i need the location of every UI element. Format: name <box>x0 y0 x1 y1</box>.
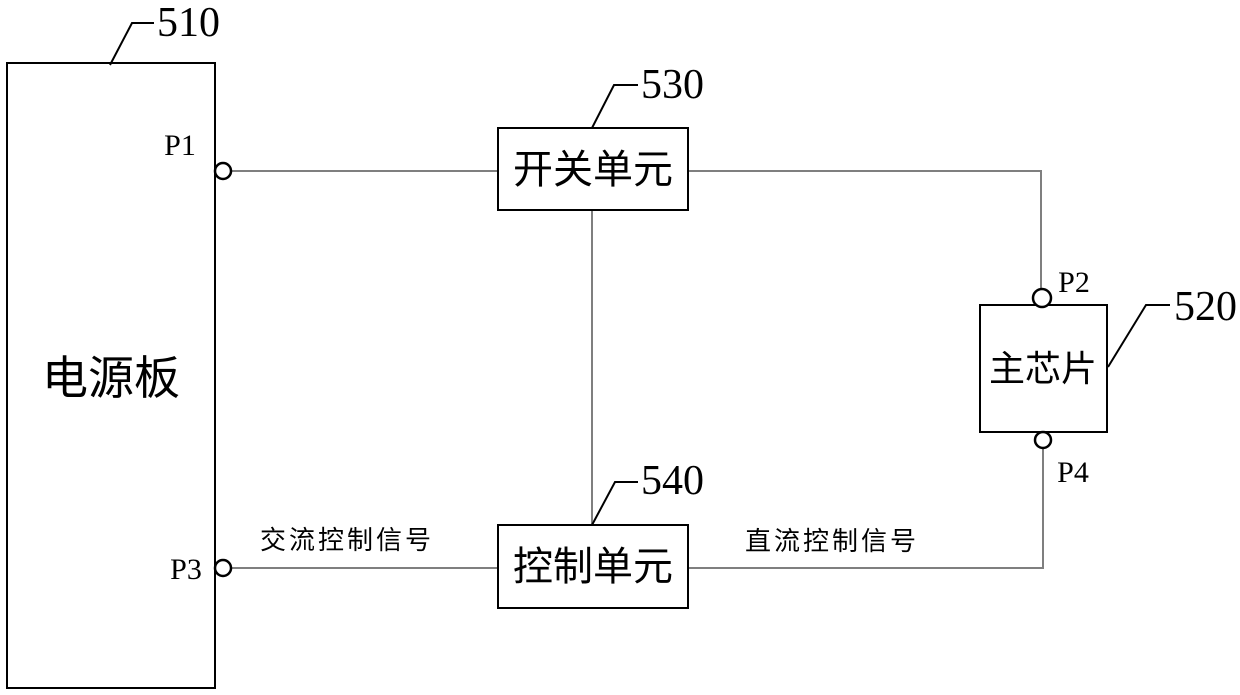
callout-line-540 <box>591 481 638 526</box>
callout-line-520 <box>1107 304 1170 368</box>
power-board-box <box>6 62 216 689</box>
port-p1-label: P1 <box>164 129 196 162</box>
ref-label-520: 520 <box>1174 284 1237 330</box>
switch-unit-label: 开关单元 <box>513 147 673 192</box>
ref-label-530: 530 <box>641 62 704 108</box>
dc-control-signal-label: 直流控制信号 <box>745 527 919 556</box>
port-p1-circle <box>213 161 233 181</box>
ref-label-540: 540 <box>641 458 704 504</box>
port-p4-label: P4 <box>1057 456 1089 489</box>
control-unit-label: 控制单元 <box>513 544 673 589</box>
switch-unit-box <box>497 127 689 211</box>
wire-control-unit-to-p4 <box>688 448 1044 569</box>
ac-control-signal-label: 交流控制信号 <box>260 526 434 555</box>
ref-label-510: 510 <box>157 0 220 46</box>
main-chip-label: 主芯片 <box>989 349 1097 389</box>
power-board-label: 电源板 <box>42 353 180 404</box>
port-p4-circle <box>1033 430 1053 450</box>
wire-switch-unit-to-p2 <box>688 170 1042 290</box>
callout-line-530 <box>591 84 638 129</box>
callout-line-510 <box>109 22 154 66</box>
port-p3-circle <box>213 558 233 578</box>
port-p3-label: P3 <box>170 553 202 586</box>
port-p2-circle <box>1031 287 1053 309</box>
main-chip-box <box>979 304 1108 433</box>
port-p2-label: P2 <box>1058 266 1090 299</box>
